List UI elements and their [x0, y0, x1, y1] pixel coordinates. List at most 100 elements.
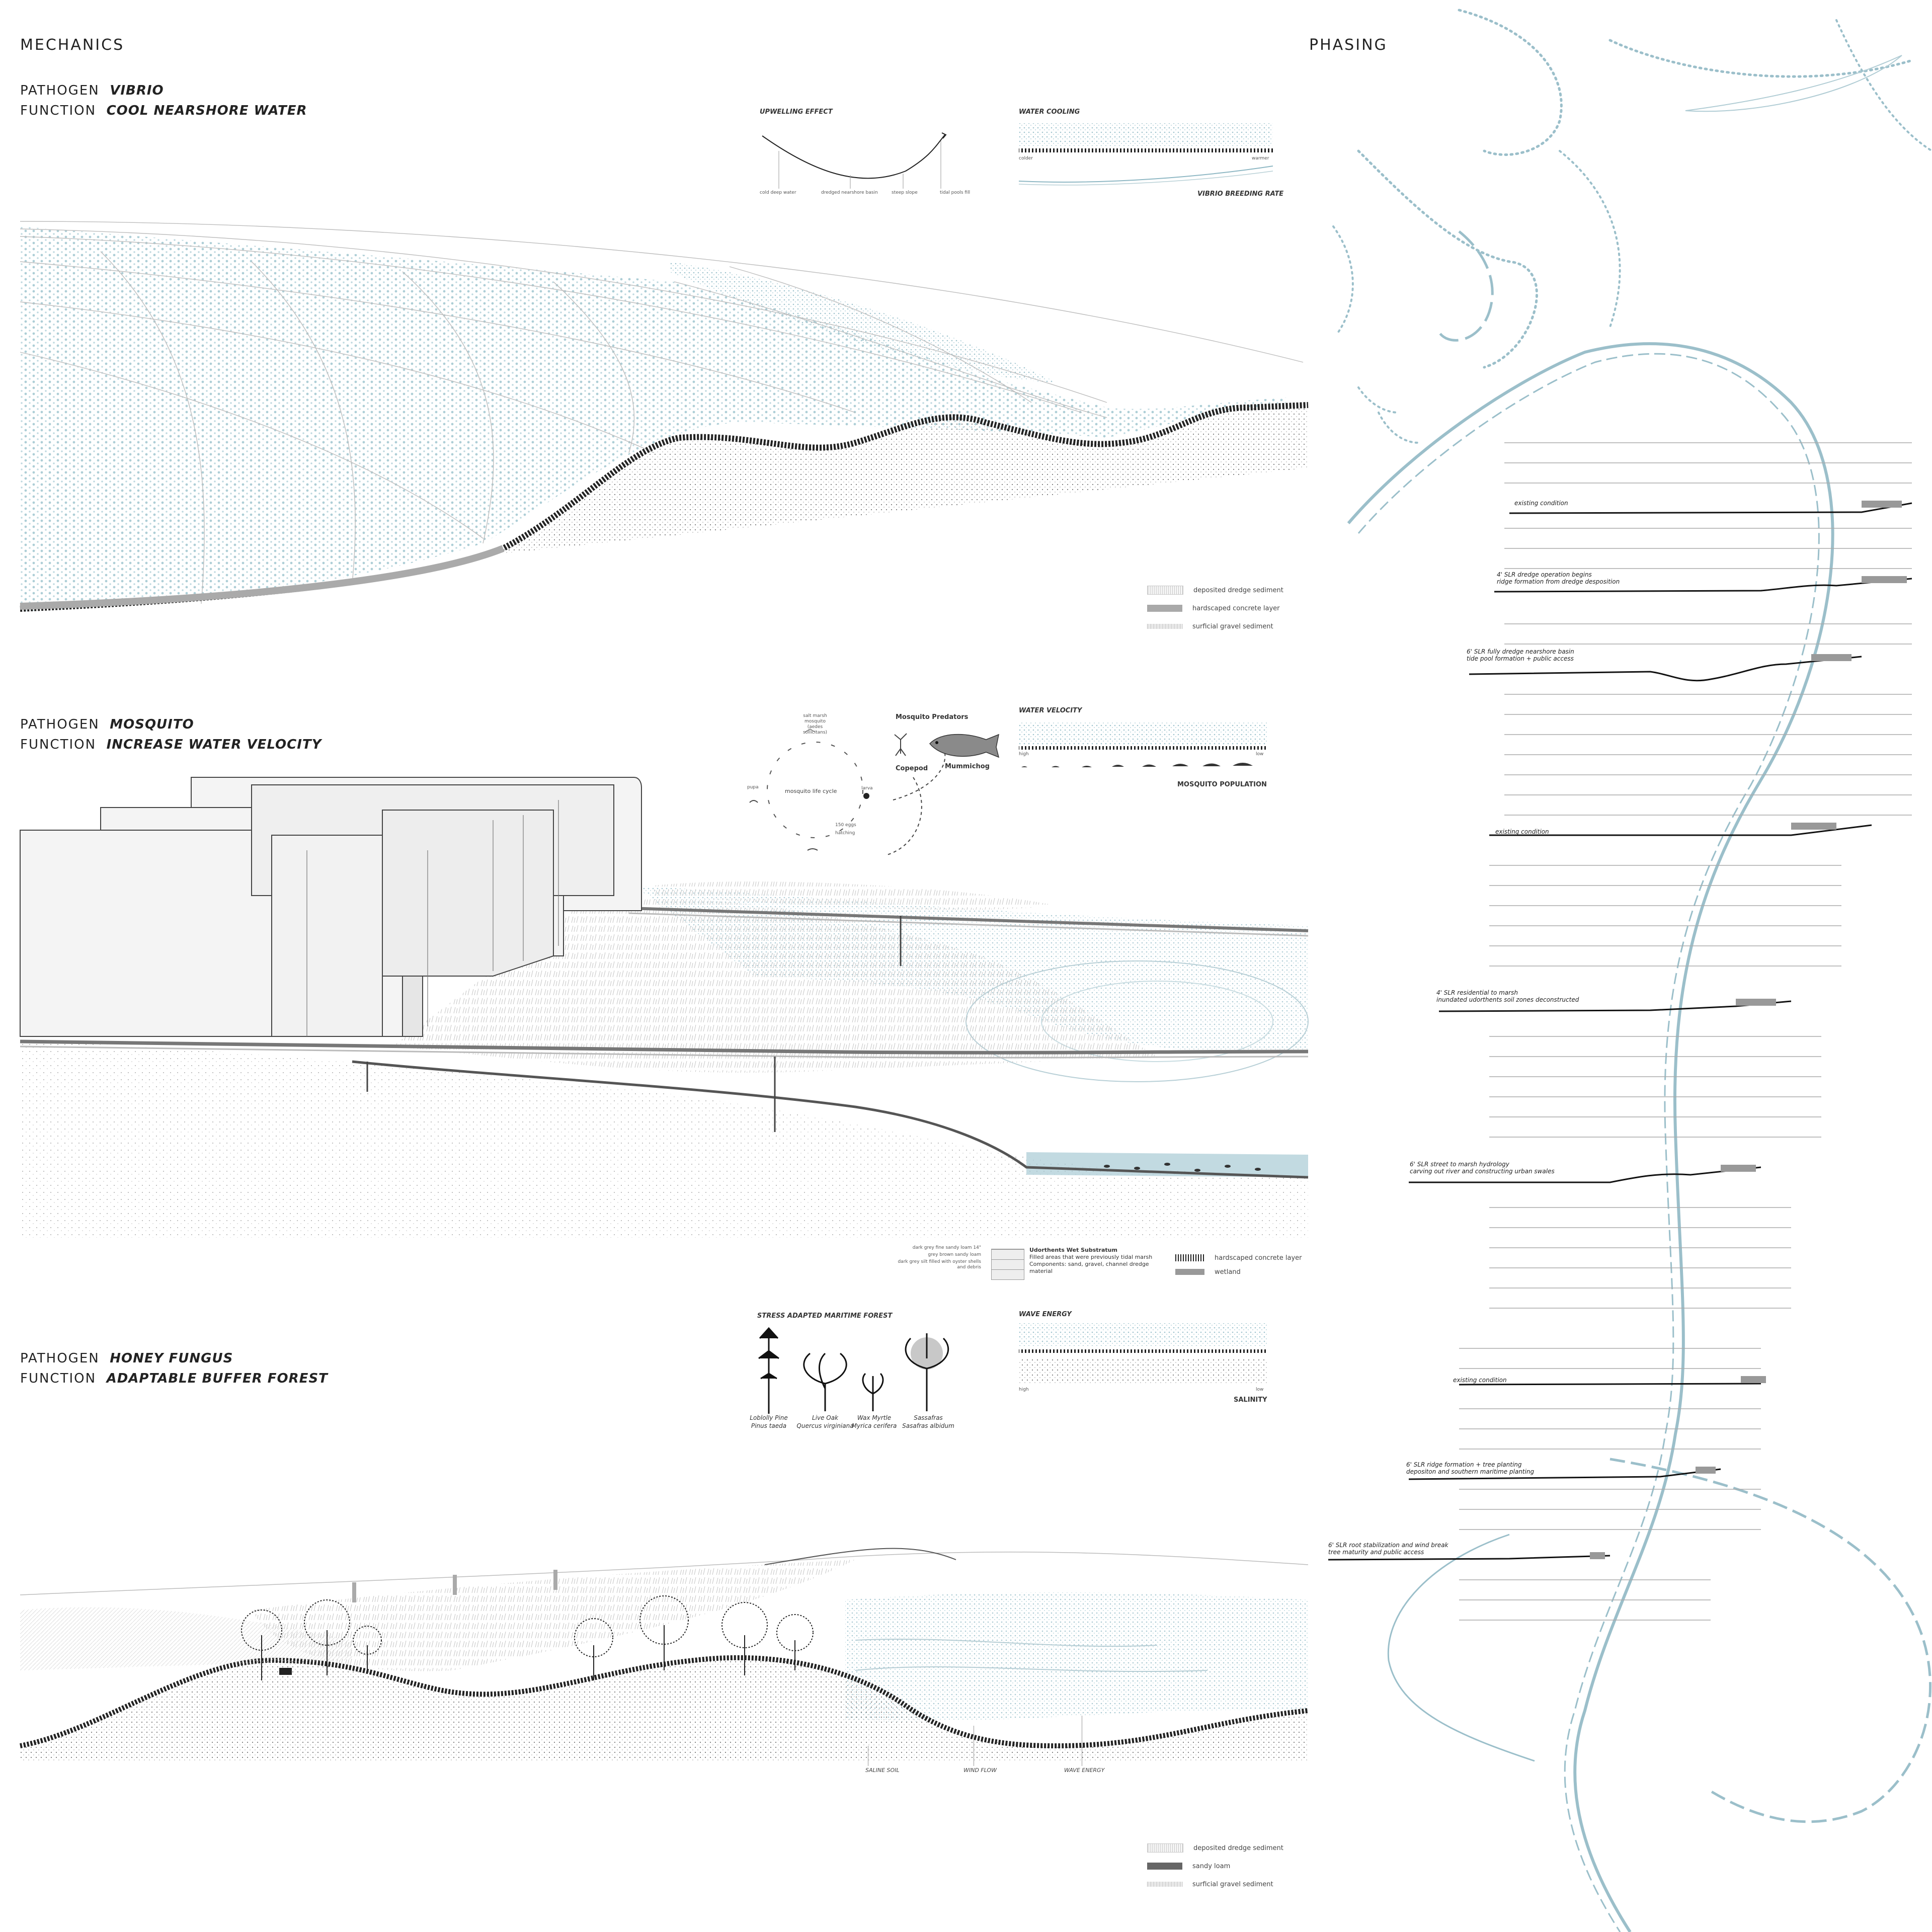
- tree-common: Live Oak: [812, 1414, 839, 1421]
- tree-latin: Pinus taeda: [751, 1422, 787, 1429]
- phase-line: tide pool formation + public access: [1467, 655, 1574, 662]
- mosquito-life-cycle-diagram: [749, 729, 946, 856]
- upwelling-label-pools: tidal pools fill: [940, 190, 971, 195]
- wetland-swatch: [1175, 1269, 1204, 1275]
- predators-title: Mosquito Predators: [896, 713, 969, 721]
- function-name: ADAPTABLE BUFFER FOREST: [106, 1371, 328, 1386]
- mosquito-pupa-label: pupa: [747, 785, 759, 790]
- dredge-swatch: [1147, 1843, 1183, 1853]
- legend-label: surficial gravel sediment: [1192, 1880, 1273, 1888]
- phase-line: 6' SLR street to marsh hydrology: [1410, 1161, 1509, 1168]
- phase-line: 6' SLR fully dredge nearshore basin: [1467, 648, 1574, 655]
- legend-item: deposited dredge sediment: [1147, 1839, 1283, 1857]
- water-velocity-right: low: [1256, 752, 1264, 757]
- loblolly-pine-icon: [758, 1327, 779, 1414]
- mosquito-eggs-label: 150 eggs: [835, 823, 856, 828]
- phase-line: 6' SLR ridge formation + tree planting: [1406, 1461, 1522, 1468]
- wave-energy-left: high: [1019, 1387, 1029, 1392]
- phase-label-1: existing condition: [1514, 500, 1568, 507]
- phase-line: inundated udorthents soil zones deconstr…: [1436, 996, 1579, 1003]
- soil-layer-1: dark grey fine sandy loam 14": [912, 1245, 981, 1250]
- tree-latin: Sasafras albidum: [902, 1422, 954, 1429]
- legend-label: sandy loam: [1192, 1862, 1231, 1870]
- soil-desc-1: Filled areas that were previously tidal …: [1029, 1254, 1153, 1260]
- tree-common: Wax Myrtle: [857, 1414, 892, 1421]
- wave-energy-caption: SALINITY: [1234, 1396, 1267, 1404]
- honey-fungus-section-drawing: [20, 1548, 1309, 1761]
- legend-label: hardscaped concrete layer: [1215, 1254, 1302, 1262]
- mosquito-cycle-title: mosquito life cycle: [785, 788, 837, 794]
- water-cooling-left: colder: [1019, 156, 1033, 161]
- copepod-label: Copepod: [896, 765, 928, 772]
- water-velocity-title: WATER VELOCITY: [1019, 707, 1082, 714]
- function-key: FUNCTION: [20, 103, 97, 118]
- tree-common: Loblolly Pine: [750, 1414, 788, 1421]
- phase-line: existing condition: [1453, 1377, 1507, 1384]
- phasing-structures: [1590, 501, 1907, 1559]
- phasing-river-map: [1332, 9, 1932, 1932]
- water-velocity-gradient: [1019, 722, 1268, 767]
- legend-item: surficial gravel sediment: [1147, 1875, 1283, 1893]
- legend-label: hardscaped concrete layer: [1192, 604, 1280, 612]
- soil-column-swatch: [991, 1249, 1024, 1280]
- tree-latin: Quercus virginiana: [796, 1422, 854, 1429]
- phase-label-4: existing condition: [1495, 828, 1549, 835]
- function-name: INCREASE WATER VELOCITY: [106, 737, 322, 752]
- function-name: COOL NEARSHORE WATER: [106, 103, 307, 118]
- legend-honey-fungus: deposited dredge sediment sandy loam sur…: [1147, 1839, 1283, 1893]
- concrete-hatch-swatch: [1175, 1254, 1204, 1261]
- phase-line: existing condition: [1495, 828, 1549, 835]
- upwelling-label-slope: steep slope: [892, 190, 918, 195]
- dredge-swatch: [1147, 586, 1183, 595]
- soil-layer-2: grey brown sandy loam: [928, 1252, 981, 1257]
- mummichog-label: Mummichog: [945, 763, 990, 770]
- phasing-profiles: [1328, 502, 1912, 1561]
- label-wind-flow: WIND FLOW: [963, 1767, 997, 1774]
- phase-line: 4' SLR dredge operation begins: [1497, 571, 1592, 578]
- legend-label: surficial gravel sediment: [1192, 622, 1273, 630]
- legend-vibrio: deposited dredge sediment hardscaped con…: [1147, 581, 1283, 635]
- sandy-loam-swatch: [1147, 1863, 1182, 1870]
- phase-line: ridge formation from dredge desposition: [1497, 578, 1620, 585]
- mosquito-larva-label: larva: [861, 786, 873, 791]
- water-cooling-right: warmer: [1252, 156, 1269, 161]
- forest-title: STRESS ADAPTED MARITIME FOREST: [757, 1312, 893, 1320]
- phase-line: existing condition: [1514, 500, 1568, 507]
- upwelling-diagram: [762, 132, 947, 189]
- legend-item: surficial gravel sediment: [1147, 617, 1283, 635]
- upwelling-title: UPWELLING EFFECT: [760, 108, 833, 116]
- phase-line: 4' SLR residential to marsh: [1436, 989, 1518, 996]
- phase-line: carving out river and constructing urban…: [1410, 1168, 1555, 1175]
- tree-common: Sassafras: [914, 1414, 943, 1421]
- water-cooling-title: WATER COOLING: [1019, 108, 1080, 116]
- water-cooling-caption: VIBRIO BREEDING RATE: [1197, 190, 1284, 198]
- legend-item: hardscaped concrete layer: [1175, 1251, 1302, 1265]
- wave-energy-gradient: [1019, 1323, 1268, 1384]
- phasing-header: PHASING: [1309, 36, 1388, 54]
- pathogen-key: PATHOGEN: [20, 1351, 100, 1366]
- mechanics-header: MECHANICS: [20, 36, 125, 54]
- water-velocity-left: high: [1019, 752, 1029, 757]
- function-key: FUNCTION: [20, 1371, 97, 1386]
- legend-label: deposited dredge sediment: [1193, 1844, 1283, 1852]
- mosquito-hatching-label: hatching: [835, 831, 855, 836]
- pathogen-name: VIBRIO: [110, 83, 164, 98]
- water-velocity-caption: MOSQUITO POPULATION: [1177, 781, 1267, 788]
- soil-description: Udorthents Wet Substratum Filled areas t…: [1029, 1247, 1160, 1275]
- water-cooling-gradient: [1018, 123, 1273, 186]
- mosquito-predators-icons: [894, 733, 1000, 758]
- vibrio-section-drawing: [20, 221, 1309, 612]
- legend-label: wetland: [1215, 1268, 1241, 1276]
- sassafras-icon: [905, 1333, 949, 1411]
- live-oak-icon: [803, 1352, 847, 1411]
- legend-item: wetland: [1175, 1265, 1302, 1279]
- phase-line: depositon and southern maritime planting: [1406, 1468, 1535, 1475]
- forest-tree-icons: [758, 1327, 949, 1414]
- phase-label-9: 6' SLR root stabilization and wind break…: [1328, 1542, 1448, 1556]
- soil-title: Udorthents Wet Substratum: [1029, 1247, 1117, 1253]
- gravel-swatch: [1147, 1882, 1182, 1887]
